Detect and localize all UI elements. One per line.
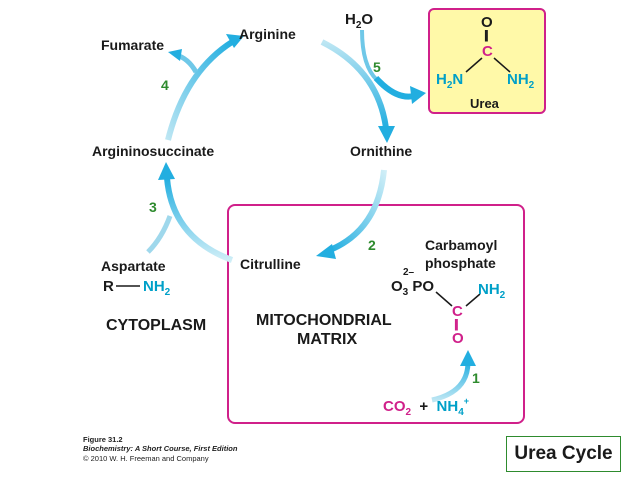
arrow-step-1-head	[460, 350, 476, 366]
arrow-step-3-head	[158, 162, 175, 180]
arrow-step-5	[320, 39, 389, 129]
urea-out	[373, 75, 415, 100]
carbamoyl-charge: 2–	[403, 267, 415, 278]
carbamoyl-oxygen: O	[452, 330, 464, 347]
urea-box	[428, 8, 546, 114]
urea-bond-right	[493, 57, 511, 73]
ornithine-label: Ornithine	[350, 143, 413, 159]
urea-cycle-label-box: Urea Cycle	[506, 436, 621, 472]
step-4-number: 4	[161, 77, 169, 93]
figure-caption: Figure 31.2 Biochemistry: A Short Course…	[83, 435, 237, 463]
aspartate-amine: NH2	[143, 278, 171, 298]
figure-number: Figure 31.2	[83, 435, 123, 444]
copyright: © 2010 W. H. Freeman and Company	[83, 453, 209, 463]
arginine-label: Arginine	[239, 26, 296, 42]
carbamoyl-phosphate-group: O3 PO	[391, 278, 435, 298]
arrow-step-2	[328, 169, 387, 253]
co2-label: CO2	[383, 398, 412, 418]
mitochondrial-label-line-1: MITOCHONDRIAL	[256, 312, 392, 329]
carbamoyl-bond-left	[435, 291, 453, 307]
urea-carbon: C	[482, 43, 493, 60]
urea-cycle-label: Urea Cycle	[514, 443, 613, 464]
carbamoyl-bond-right	[465, 293, 481, 307]
nh4-label: NH4+	[436, 396, 470, 418]
urea-double-bond: ||	[484, 28, 489, 42]
urea-bond-left	[465, 57, 483, 73]
argininosuccinate-label: Argininosuccinate	[92, 143, 215, 159]
urea-out-head	[410, 86, 426, 104]
aspartate-label: Aspartate	[101, 258, 166, 274]
step-2-number: 2	[368, 237, 376, 253]
book-title: Biochemistry: A Short Course, First Edit…	[83, 444, 238, 454]
arrow-step-4	[165, 39, 234, 141]
arrow-step-1	[431, 361, 471, 403]
step-5-number: 5	[373, 59, 381, 75]
carbamoyl-line-2: phosphate	[425, 255, 496, 271]
reactants: CO2 + NH4+	[383, 396, 470, 418]
aspartate-branch	[146, 215, 173, 254]
carbamoyl-line-1: Carbamoyl	[425, 237, 498, 253]
citrulline-label: Citrulline	[240, 256, 301, 272]
arrow-step-4-head	[226, 34, 244, 48]
arrow-step-2-head	[316, 244, 336, 259]
urea-name: Urea	[470, 96, 499, 111]
fumarate-branch-head	[168, 49, 182, 61]
arrow-step-3	[164, 177, 234, 263]
urea-oxygen: O	[481, 14, 493, 31]
carbamoyl-amine: NH2	[478, 281, 506, 301]
mitochondrial-label-line-2: MATRIX	[297, 331, 358, 348]
step-1-number: 1	[472, 370, 480, 386]
urea-nh2: NH2	[507, 71, 535, 91]
aspartate-formula: R	[103, 278, 114, 295]
water-label: H2O	[345, 11, 374, 31]
carbamoyl-carbon: C	[452, 303, 463, 320]
step-3-number: 3	[149, 199, 157, 215]
cytoplasm-label: CYTOPLASM	[106, 317, 207, 334]
water-in	[360, 29, 379, 82]
urea-h2n: H2N	[436, 71, 464, 91]
carbamoyl-double-bond: ||	[454, 317, 459, 331]
fumarate-label: Fumarate	[101, 37, 165, 53]
arrow-step-5-head	[378, 126, 395, 143]
